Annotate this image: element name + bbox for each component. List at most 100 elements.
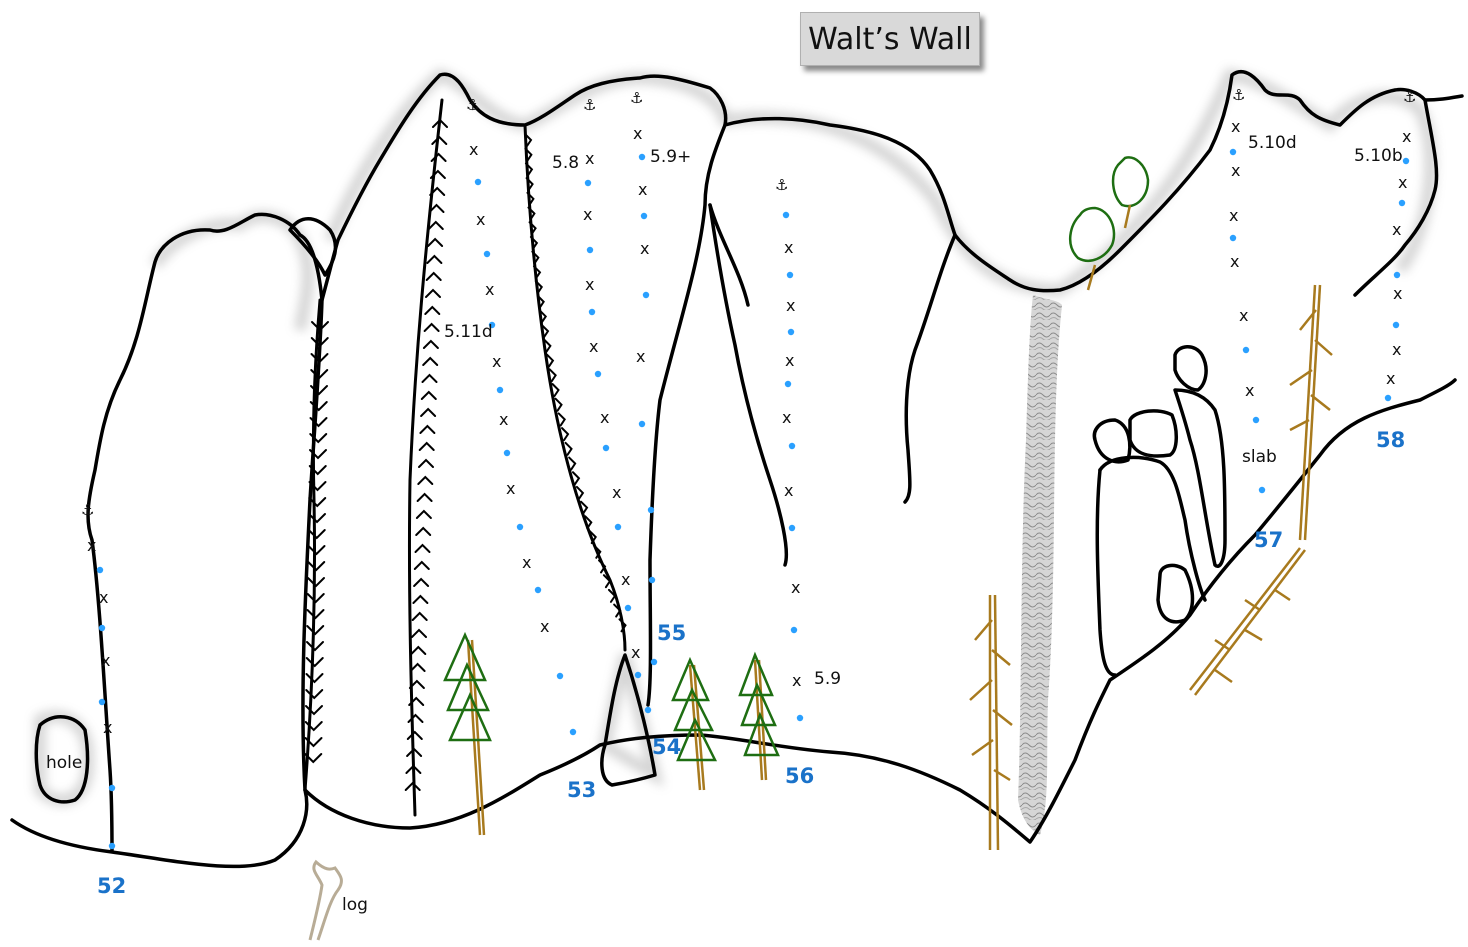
- bolt-x: x: [631, 643, 640, 662]
- bolt-dot: [535, 587, 541, 593]
- route-number-57: 57: [1254, 528, 1283, 552]
- bolt-dot: [1394, 272, 1400, 278]
- bolt-dot: [641, 213, 647, 219]
- chevron-mark: [411, 664, 425, 671]
- chevron-mark: [427, 273, 441, 280]
- bolt-dot: [603, 445, 609, 451]
- pine-tree-icon: [468, 640, 484, 835]
- grade-510d: 5.10d: [1248, 133, 1297, 153]
- bolt-x: x: [785, 351, 794, 370]
- bolt-x: x: [1386, 369, 1395, 388]
- chevron-mark: [415, 562, 429, 569]
- bolt-dot: [475, 179, 481, 185]
- chevron-mark: [418, 477, 432, 484]
- bolt-dot: [783, 212, 789, 218]
- bolt-x: x: [485, 280, 494, 299]
- bolt-x: x: [99, 588, 108, 607]
- bolt-dot: [587, 247, 593, 253]
- bolt-dot: [504, 450, 510, 456]
- route-number-55: 55: [657, 621, 686, 645]
- chevron-mark: [408, 732, 422, 739]
- bolt-x: x: [612, 483, 621, 502]
- chevron-mark: [420, 443, 434, 450]
- bolt-x: x: [1392, 340, 1401, 359]
- bolt-dot: [1230, 149, 1236, 155]
- chevron-mark: [309, 546, 325, 554]
- chevron-mark: [307, 674, 323, 682]
- slab-label: slab: [1242, 447, 1277, 467]
- dead-tree-icon: [970, 595, 1012, 850]
- chevron-mark: [427, 256, 441, 263]
- bolt-dot: [484, 251, 490, 257]
- bolt-dot: [589, 309, 595, 315]
- route-number-52: 52: [97, 874, 126, 898]
- anchor-icon: ⚓: [1403, 88, 1416, 106]
- chevron-mark: [306, 706, 322, 714]
- grade-511d: 5.11d: [444, 322, 493, 342]
- chevron-mark: [308, 578, 324, 586]
- bolt-dot: [789, 443, 795, 449]
- bolt-x: x: [621, 570, 630, 589]
- bolt-dot: [643, 292, 649, 298]
- bolt-x: x: [633, 124, 642, 143]
- bolt-x: x: [792, 671, 801, 690]
- anchor-icon: ⚓: [1232, 86, 1245, 104]
- bolt-x: x: [476, 210, 485, 229]
- bolt-x: x: [469, 140, 478, 159]
- bolt-x: x: [1229, 206, 1238, 225]
- bolt-dot: [787, 272, 793, 278]
- grade-59plus: 5.9+: [650, 147, 691, 167]
- bolt-dot: [1253, 417, 1259, 423]
- chevron-mark: [308, 610, 324, 618]
- bolt-dot: [99, 699, 105, 705]
- chevron-mark: [432, 154, 446, 161]
- chevron-mark: [309, 530, 325, 538]
- bolt-x: x: [87, 536, 96, 555]
- bolt-x: x: [499, 410, 508, 429]
- bolt-dot: [1385, 395, 1391, 401]
- bolt-dot: [557, 673, 563, 679]
- anchor-icon: ⚓: [775, 176, 788, 194]
- bolt-dot: [99, 625, 105, 631]
- bolt-dot: [625, 605, 631, 611]
- chevron-mark: [416, 528, 430, 535]
- chevron-mark: [413, 613, 427, 620]
- bolt-dot: [1230, 235, 1236, 241]
- grade-59: 5.9: [814, 669, 841, 689]
- chevron-mark: [416, 545, 430, 552]
- chevron-mark: [412, 630, 426, 637]
- bolt-x: x: [1245, 381, 1254, 400]
- bolt-dot: [109, 843, 115, 849]
- chevron-mark: [432, 137, 446, 144]
- bolt-dots: [97, 149, 1409, 849]
- chevron-mark: [426, 290, 440, 297]
- chevron-mark: [422, 392, 436, 399]
- chevron-mark: [559, 413, 565, 425]
- bolt-dot: [635, 672, 641, 678]
- bolt-marks: xxxxxxxxxxxxxxxxxxxxxxxxxxxxxxxxxxxxxxxx…: [87, 117, 1411, 737]
- bolt-dot: [97, 567, 103, 573]
- bolt-x: x: [1393, 284, 1402, 303]
- chevron-mark: [307, 626, 323, 634]
- anchor-icon: ⚓: [630, 89, 643, 107]
- bolt-x: x: [492, 352, 501, 371]
- route-number-56: 56: [785, 764, 814, 788]
- bolt-dot: [497, 387, 503, 393]
- chevron-mark: [425, 324, 439, 331]
- rock-outline: [12, 72, 1462, 867]
- chevron-mark: [420, 426, 434, 433]
- bolt-x: x: [103, 718, 112, 737]
- bolt-x: x: [1398, 173, 1407, 192]
- anchor-icon: ⚓: [81, 501, 94, 519]
- bolt-x: x: [1239, 306, 1248, 325]
- chevron-mark: [423, 358, 437, 365]
- bolt-x: x: [1392, 220, 1401, 239]
- log-label: log: [342, 895, 368, 915]
- bolt-x: x: [585, 275, 594, 294]
- chevron-marks: [305, 120, 625, 790]
- bolt-x: x: [522, 553, 531, 572]
- bolt-dot: [791, 627, 797, 633]
- bolt-dot: [788, 329, 794, 335]
- bolt-dot: [797, 715, 803, 721]
- chevron-mark: [308, 594, 324, 602]
